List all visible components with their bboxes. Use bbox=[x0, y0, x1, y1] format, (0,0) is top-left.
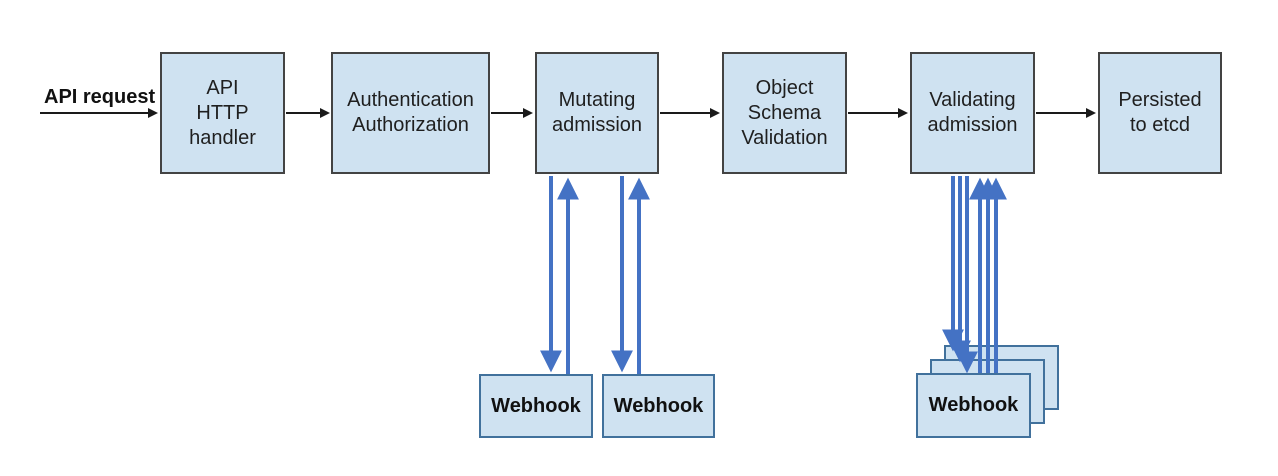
api-request-label: API request bbox=[44, 86, 156, 108]
node-validating-webhook-stack-front: Webhook bbox=[916, 373, 1031, 438]
node-authentication-authorization: Authentication Authorization bbox=[331, 52, 490, 174]
node-mutating-admission: Mutating admission bbox=[535, 52, 659, 174]
node-persisted-to-etcd: Persisted to etcd bbox=[1098, 52, 1222, 174]
node-object-schema-validation: Object Schema Validation bbox=[722, 52, 847, 174]
node-api-http-handler: API HTTP handler bbox=[160, 52, 285, 174]
node-mutating-webhook-2: Webhook bbox=[602, 374, 715, 438]
node-mutating-webhook-1: Webhook bbox=[479, 374, 593, 438]
node-validating-admission: Validating admission bbox=[910, 52, 1035, 174]
